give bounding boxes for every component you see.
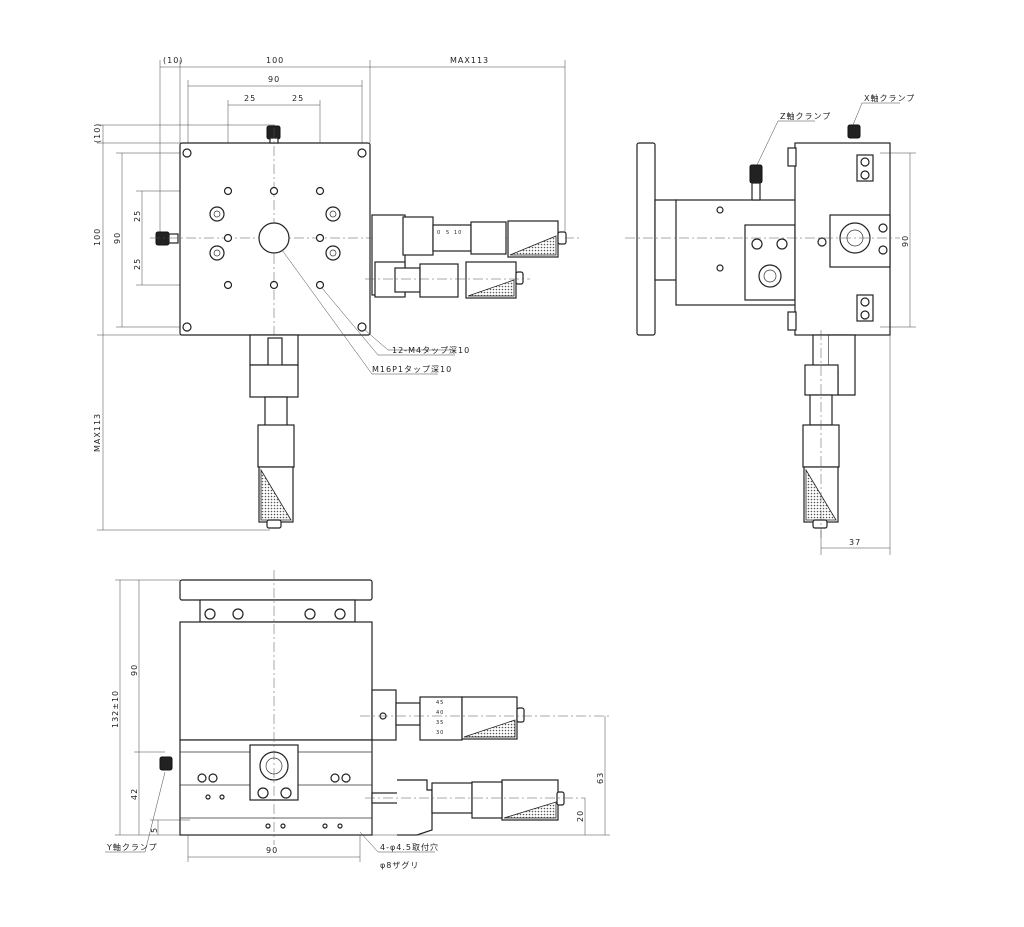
dim-width: 100 — [266, 56, 284, 65]
callout-tapped-holes: 12-M4タップ深10 — [392, 346, 470, 355]
svg-text:10: 10 — [454, 230, 462, 236]
dim-upper-height: 90 — [130, 664, 139, 676]
front-view: 132±10 90 42 5 90 63 20 Y軸クランプ 4-φ4.5取付穴… — [105, 570, 610, 870]
z-clamp-knob — [749, 164, 763, 184]
dim-half-pitch-left: 25 — [244, 94, 256, 103]
dim-base-offset: 5 — [150, 827, 159, 833]
label-y-clamp: Y軸クランプ — [106, 842, 158, 852]
y-clamp-knob-front — [159, 756, 173, 771]
side-dim-height: 90 — [901, 235, 910, 247]
y-clamp-knob — [155, 231, 170, 246]
side-dim-depth: 37 — [849, 538, 861, 547]
dim-hole-pitch-x: 90 — [268, 75, 280, 84]
y-micrometer-front — [365, 779, 585, 836]
label-z-clamp: Z軸クランプ — [780, 111, 831, 121]
top-view: (10) 100 MAX113 90 25 25 (10) 100 90 25 … — [93, 56, 580, 531]
callout-center-tap: M16P1タップ深10 — [372, 365, 452, 374]
svg-text:45: 45 — [436, 700, 444, 706]
x-clamp-knob — [266, 125, 281, 140]
front-top-plate — [179, 579, 373, 601]
y-micrometer — [249, 334, 299, 529]
dim-hole-pitch-y: 90 — [113, 232, 122, 244]
svg-text:30: 30 — [436, 730, 444, 736]
dim-half-pitch-top: 25 — [133, 210, 142, 222]
side-top-plate — [636, 142, 656, 336]
label-x-clamp: X軸クランプ — [864, 93, 915, 103]
svg-text:35: 35 — [436, 720, 444, 726]
svg-text:40: 40 — [436, 710, 444, 716]
dim-lower-height: 42 — [130, 788, 139, 800]
svg-text:0: 0 — [437, 230, 441, 236]
dim-base-width: 90 — [266, 846, 278, 855]
dim-total-height: 132±10 — [111, 690, 120, 728]
mounting-holes — [182, 148, 367, 332]
dim-y-micrometer-height: 20 — [576, 810, 585, 822]
dim-offset-x: (10) — [163, 56, 183, 65]
label-counterbore: φ8ザグリ — [380, 860, 419, 870]
y-micrometer-side — [365, 261, 530, 299]
center-tap-hole — [258, 222, 290, 254]
x-clamp-knob-side — [847, 124, 861, 139]
dim-z-micrometer-height: 63 — [596, 772, 605, 784]
dim-height: 100 — [93, 228, 102, 246]
dim-offset-y: (10) — [93, 123, 102, 143]
dim-max-travel-x: MAX113 — [450, 56, 489, 65]
dim-max-travel-y: MAX113 — [93, 413, 102, 452]
label-mount-holes: 4-φ4.5取付穴 — [380, 842, 439, 852]
side-view: 90 37 Z軸クランプ X軸クランプ — [625, 93, 916, 555]
screws — [209, 206, 341, 261]
z-micrometer — [360, 689, 610, 741]
front-z-body — [179, 621, 373, 741]
dim-half-pitch-bottom: 25 — [133, 258, 142, 270]
svg-text:5: 5 — [446, 230, 450, 236]
micrometer-scale: 0 5 10 45 40 35 30 — [436, 230, 462, 736]
dim-half-pitch-right: 25 — [292, 94, 304, 103]
